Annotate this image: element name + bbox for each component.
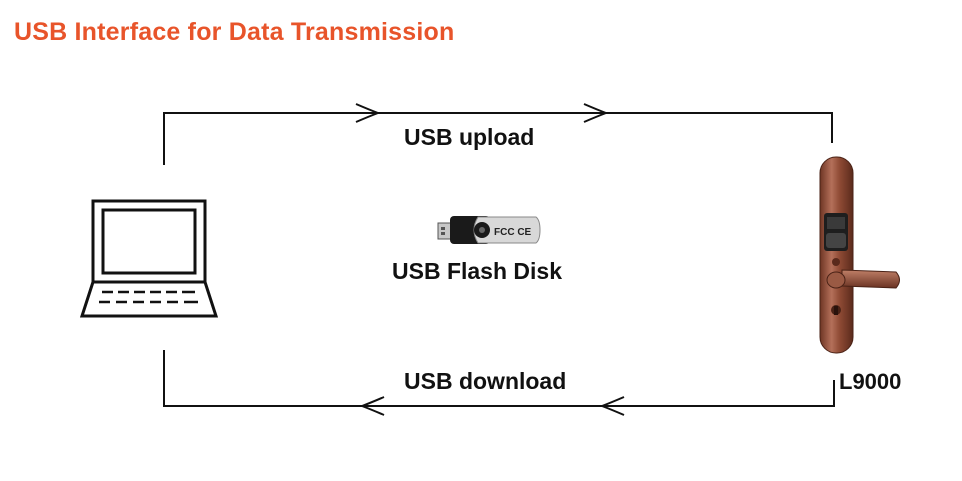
usb-flash-drive-icon: FCC CE [437,216,541,244]
upload-line [163,112,833,165]
usb-flash-disk-label: USB Flash Disk [392,258,562,284]
arrow-left-icon [359,396,385,416]
page-title: USB Interface for Data Transmission [14,18,455,46]
usb-upload-label: USB upload [404,124,535,150]
flash-drive-marks: FCC CE [494,227,532,238]
arrow-left-icon [599,396,625,416]
download-line [163,350,835,407]
door-lock-icon [819,156,900,354]
arrow-right-icon [355,103,381,123]
usb-download-label: USB download [404,368,567,394]
laptop-icon [79,199,219,318]
lock-model-label: L9000 [839,369,902,394]
arrow-right-icon [583,103,609,123]
